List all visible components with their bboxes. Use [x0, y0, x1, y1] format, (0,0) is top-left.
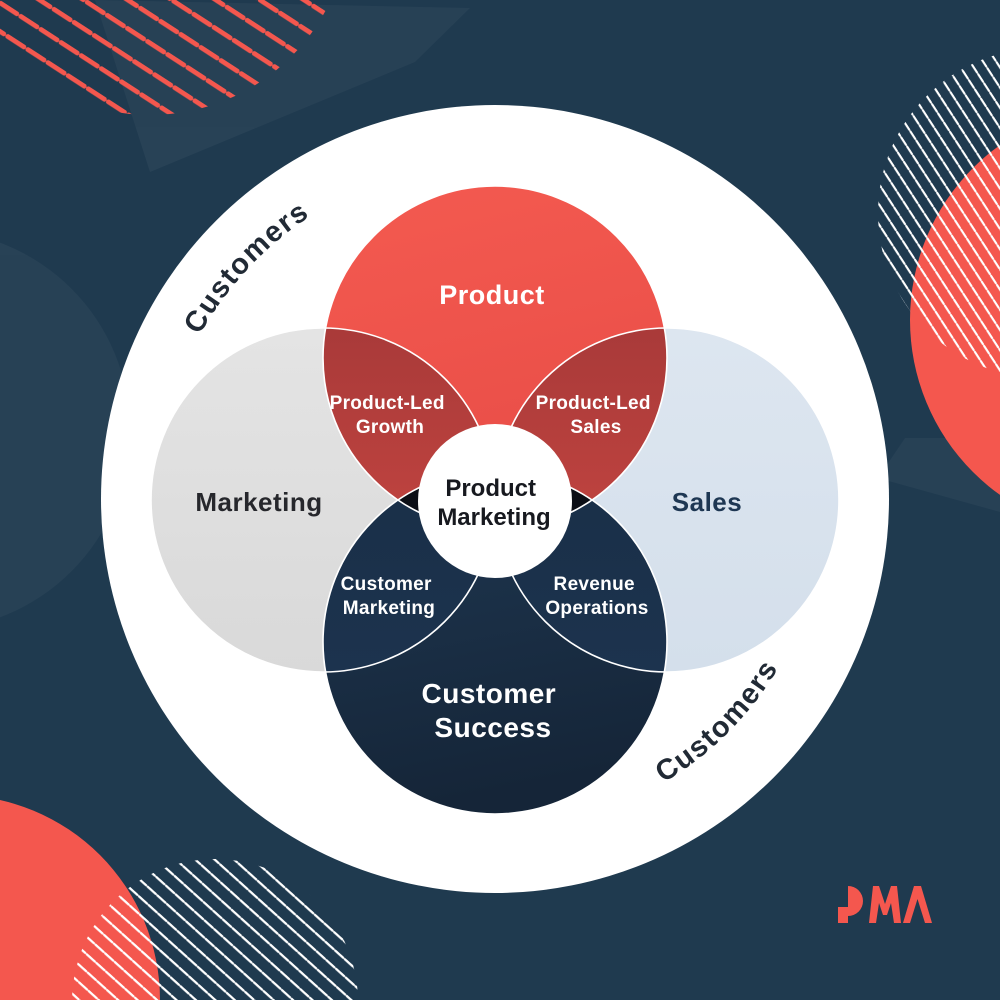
- pma-logo-a: [903, 886, 932, 923]
- center-circle: [418, 424, 572, 578]
- pls-line2: Sales: [570, 417, 621, 438]
- customer-success-label-line2: Success: [434, 712, 551, 743]
- cm-line1: Customer: [341, 574, 432, 595]
- customer-marketing-label: Customer Marketing: [341, 574, 438, 619]
- pma-logo: [838, 886, 932, 923]
- customer-success-label-line1: Customer: [422, 678, 557, 709]
- lens-product-marketing: [323, 328, 495, 530]
- pma-logo-m: [869, 886, 901, 923]
- lens-sales-customer-success: [495, 470, 667, 672]
- decor-hatched-circle-bottom-left: [72, 859, 358, 1000]
- product-label: Product: [439, 280, 545, 310]
- pma-logo-p-stem: [838, 907, 848, 923]
- customer-success-label: Customer Success: [422, 678, 565, 743]
- ro-line1: Revenue: [554, 574, 635, 595]
- pls-line1: Product-Led: [536, 393, 651, 414]
- product-led-sales-label: Product-Led Sales: [536, 393, 657, 438]
- ro-line2: Operations: [545, 598, 648, 619]
- cm-line2: Marketing: [343, 598, 435, 619]
- marketing-label: Marketing: [195, 487, 322, 517]
- pma-logo-p-bowl: [848, 886, 863, 916]
- center-product-marketing-label: Product Marketing: [437, 475, 550, 531]
- product-overlap-lenses: [323, 328, 667, 530]
- sales-label: Sales: [672, 487, 742, 517]
- lens-marketing-customer-success: [323, 470, 495, 672]
- product-led-growth-label: Product-Led Growth: [330, 393, 451, 438]
- center-line2: Marketing: [437, 504, 550, 531]
- watermark-circle-left: [0, 242, 130, 618]
- customer-success-overlap-lenses: [323, 470, 667, 672]
- plg-line1: Product-Led: [330, 393, 445, 414]
- plg-line2: Growth: [356, 417, 424, 438]
- decor-hatched-circle-top-left: [0, 0, 331, 115]
- lens-product-sales: [495, 328, 667, 530]
- decor-hatched-circle-top-right: [878, 53, 1000, 373]
- center-line1: Product: [445, 475, 536, 502]
- revenue-operations-label: Revenue Operations: [545, 574, 648, 619]
